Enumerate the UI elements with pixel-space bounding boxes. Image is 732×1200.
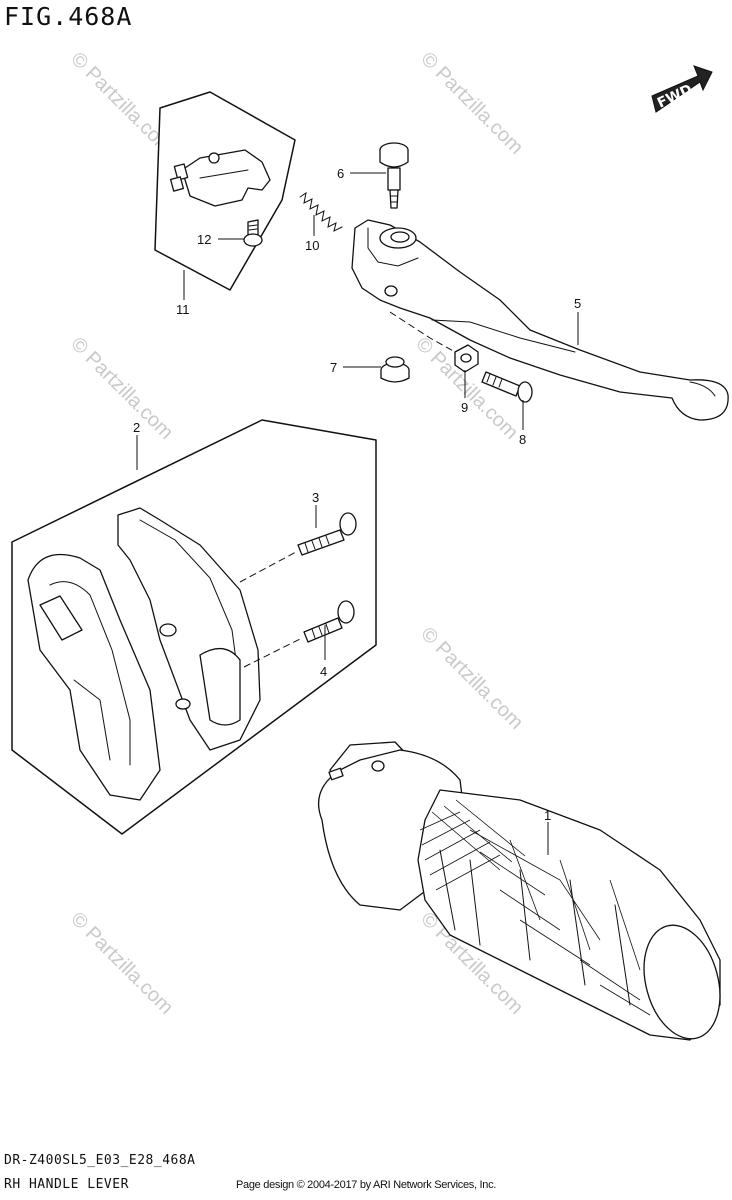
callout-6: 6 bbox=[337, 166, 344, 181]
callout-3: 3 bbox=[312, 490, 319, 505]
callout-8: 8 bbox=[519, 432, 526, 447]
callout-7: 7 bbox=[330, 360, 337, 375]
holder-screw-short bbox=[303, 600, 355, 643]
callout-4: 4 bbox=[320, 664, 327, 679]
callout-1: 1 bbox=[544, 808, 551, 823]
watermark: © Partzilla.com bbox=[416, 48, 527, 159]
watermark: © Partzilla.com bbox=[66, 333, 177, 444]
page-credit: Page design © 2004-2017 by ARI Network S… bbox=[236, 1179, 497, 1191]
callout-9: 9 bbox=[461, 400, 468, 415]
model-code: DR-Z400SL5_E03_E28_468A bbox=[4, 1153, 196, 1168]
fwd-arrow-icon: FWD bbox=[651, 65, 713, 113]
watermark: © Partzilla.com bbox=[66, 908, 177, 1019]
lever-nut bbox=[380, 356, 410, 383]
callout-5: 5 bbox=[574, 296, 581, 311]
figure-title: FIG.468A bbox=[4, 2, 133, 31]
callout-10: 10 bbox=[305, 238, 319, 253]
spring bbox=[299, 191, 343, 232]
holder-screw-long bbox=[297, 512, 357, 556]
lever-nut-small bbox=[454, 344, 479, 373]
throttle-grip bbox=[317, 741, 721, 1041]
brake-lever bbox=[351, 219, 729, 421]
lever-bolt bbox=[481, 371, 533, 403]
switch-assembly-box bbox=[154, 91, 296, 291]
callout-11: 11 bbox=[176, 302, 190, 317]
pivot-bolt bbox=[379, 142, 409, 209]
callout-2: 2 bbox=[133, 420, 140, 435]
holder-assembly-box bbox=[11, 419, 377, 835]
figure-name: RH HANDLE LEVER bbox=[4, 1177, 129, 1192]
callouts: 1 2 3 4 5 6 7 8 9 10 11 12 bbox=[133, 166, 581, 855]
callout-12: 12 bbox=[197, 232, 211, 247]
watermark: © Partzilla.com bbox=[416, 623, 527, 734]
